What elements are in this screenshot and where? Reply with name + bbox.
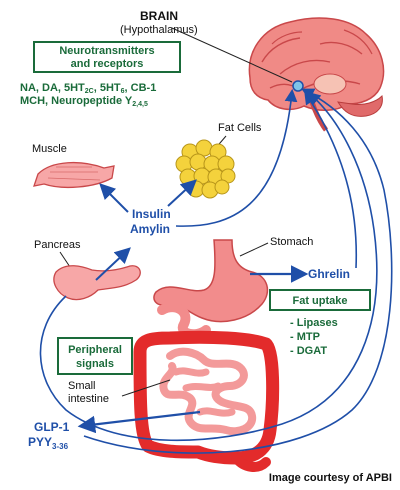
muscle-label: Muscle (32, 143, 67, 155)
peripheral-signals-line2: signals (76, 358, 114, 370)
insulin-label: Insulin (132, 207, 171, 221)
pancreas-illustration (53, 265, 141, 301)
gut-hormones-to-brain-curve (83, 88, 393, 454)
signal-curves (39, 88, 393, 454)
brain-label: BRAIN (140, 9, 178, 23)
ghrelin-to-brain-curve (304, 91, 358, 269)
fat-uptake-item-lipases: - Lipases (290, 317, 338, 329)
muscle-illustration (33, 161, 115, 188)
neurotransmitter-list-line2: MCH, Neuropeptide Y2,4,5 (20, 95, 148, 108)
intestines-illustration (133, 302, 280, 472)
insulin-to-muscle-arrow (99, 183, 129, 213)
fat-uptake-item-dgat: - DGAT (290, 345, 327, 357)
brain-illustration (248, 17, 385, 132)
brain-sublabel: (Hypothalamus) (120, 24, 198, 36)
neurotransmitters-line1: Neurotransmitters (59, 45, 154, 57)
glp1-label: GLP-1 (34, 420, 70, 434)
pancreas-to-brain-curve (39, 91, 378, 442)
fat-uptake-box (269, 289, 371, 311)
intestine-to-glp1-arrow (77, 410, 201, 434)
pancreas-to-insulin-arrow (95, 247, 131, 281)
pyy-label: PYY3-36 (28, 435, 69, 451)
stomach-leader-line (239, 242, 269, 257)
insulin-to-brain-curve (175, 88, 298, 227)
small-intestine-label-line2: intestine (68, 393, 109, 405)
peripheral-signals-box (57, 337, 133, 375)
fat-uptake-title: Fat uptake (292, 295, 347, 307)
neurotransmitters-box (33, 41, 181, 73)
hypothalamus-marker (292, 80, 304, 92)
image-credit: Image courtesy of APBI (269, 472, 392, 484)
fat-cells-label: Fat Cells (218, 122, 262, 134)
insulin-to-fat-arrow (167, 179, 197, 207)
neurotransmitters-line2: and receptors (71, 58, 144, 70)
stomach-label: Stomach (270, 236, 313, 248)
brain-leader-line (171, 27, 293, 83)
pancreas-label: Pancreas (34, 239, 81, 251)
neurotransmitter-list-line1: NA, DA, 5HT2C, 5HT6, CB-1 (20, 82, 156, 95)
ghrelin-label: Ghrelin (308, 267, 350, 281)
amylin-label: Amylin (130, 222, 170, 236)
small-intestine-label-line1: Small (68, 380, 96, 392)
small-intestine-leader-line (121, 379, 171, 397)
fat-uptake-item-mtp: - MTP (290, 331, 320, 343)
peripheral-signals-line1: Peripheral (68, 344, 122, 356)
